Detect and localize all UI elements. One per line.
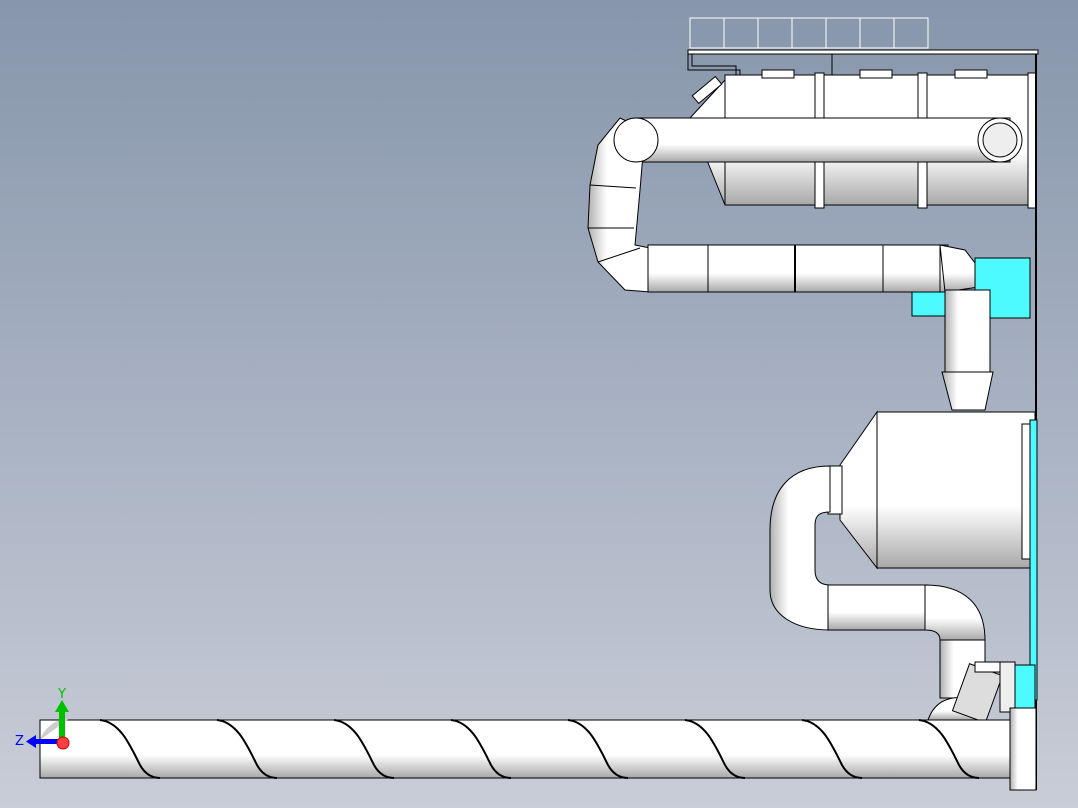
helix-flight — [567, 719, 629, 779]
origin-marker — [56, 736, 70, 750]
support-block — [911, 291, 949, 317]
view-triad[interactable]: Y Z — [15, 687, 70, 750]
upper-duct — [587, 117, 1023, 293]
down-pipe — [941, 289, 994, 411]
y-axis-arrow — [59, 710, 65, 740]
helix-flight — [918, 719, 980, 779]
z-axis-arrow — [34, 739, 62, 744]
lower-duct — [769, 465, 1036, 724]
helix-flight — [333, 719, 395, 779]
helix-flight — [99, 719, 161, 779]
top-rack — [689, 17, 929, 49]
top-rail — [687, 49, 1039, 55]
helix-flight — [801, 719, 863, 779]
helix-flight — [216, 719, 278, 779]
z-axis-label: Z — [15, 734, 24, 749]
y-axis-label: Y — [57, 687, 66, 702]
scrubber-box — [839, 410, 1038, 701]
helix-flight — [684, 719, 746, 779]
screw-conveyor — [39, 707, 1037, 791]
helix-flight — [450, 719, 512, 779]
